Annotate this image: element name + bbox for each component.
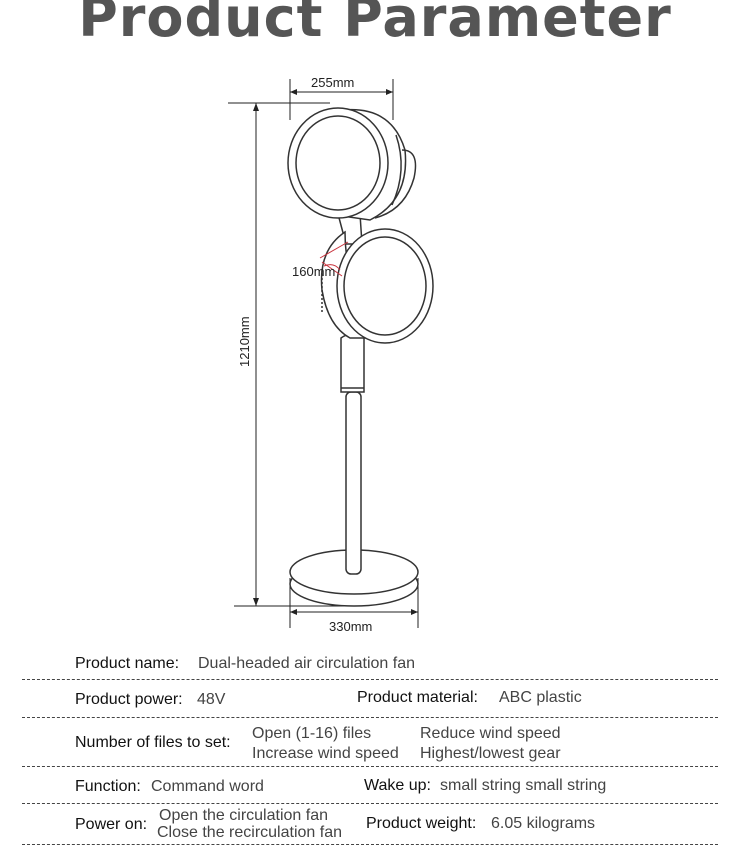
wake-up-label: Wake up: bbox=[364, 777, 431, 794]
dimension-height: 1210mm bbox=[237, 316, 252, 367]
dimension-arrows bbox=[253, 89, 418, 615]
spec-row-product-name: Product name: Dual-headed air circulatio… bbox=[22, 647, 718, 680]
function-label: Function: bbox=[75, 778, 141, 795]
spec-row-power-weight: Power on: Open the circulation fan Close… bbox=[22, 804, 718, 845]
files-col1: Open (1-16) files Increase wind speed bbox=[252, 724, 399, 764]
product-power-label: Product power: bbox=[75, 691, 183, 708]
spec-row-function-wake: Function: Command word Wake up: small st… bbox=[22, 767, 718, 804]
files-col1-line2: Increase wind speed bbox=[252, 745, 399, 762]
power-on-line2: Close the recirculation fan bbox=[157, 824, 342, 841]
product-material-value: ABC plastic bbox=[499, 689, 582, 706]
power-on-line1: Open the circulation fan bbox=[159, 807, 328, 824]
wake-up-value: small string small string bbox=[440, 777, 607, 794]
files-col1-line1: Open (1-16) files bbox=[252, 725, 372, 742]
files-label: Number of files to set: bbox=[75, 734, 231, 751]
spec-row-power-material: Product power: 48V Product material: ABC… bbox=[22, 680, 718, 718]
product-weight-label: Product weight: bbox=[366, 815, 477, 832]
angle-marks bbox=[319, 241, 349, 277]
files-col2-line2: Highest/lowest gear bbox=[420, 745, 561, 762]
product-weight-value: 6.05 kilograms bbox=[491, 815, 596, 832]
files-col2: Reduce wind speed Highest/lowest gear bbox=[420, 724, 561, 764]
fan-illustration bbox=[287, 107, 434, 607]
function-value: Command word bbox=[151, 778, 264, 795]
dimension-width-top: 255mm bbox=[311, 75, 355, 90]
product-diagram bbox=[228, 79, 434, 628]
spec-row-files: Number of files to set: Open (1-16) file… bbox=[22, 718, 718, 767]
product-material-label: Product material: bbox=[357, 689, 478, 706]
product-name-label: Product name: bbox=[75, 655, 180, 672]
dimension-head: 160mm bbox=[292, 264, 336, 279]
files-col2-line1: Reduce wind speed bbox=[420, 725, 561, 742]
dimension-base-width: 330mm bbox=[329, 619, 373, 634]
power-on-values: Open the circulation fan Close the recir… bbox=[157, 807, 342, 841]
power-on-label: Power on: bbox=[75, 816, 148, 833]
product-power-value: 48V bbox=[197, 691, 226, 708]
product-name-value: Dual-headed air circulation fan bbox=[198, 655, 416, 672]
page-title: Product Parameter bbox=[78, 0, 672, 49]
